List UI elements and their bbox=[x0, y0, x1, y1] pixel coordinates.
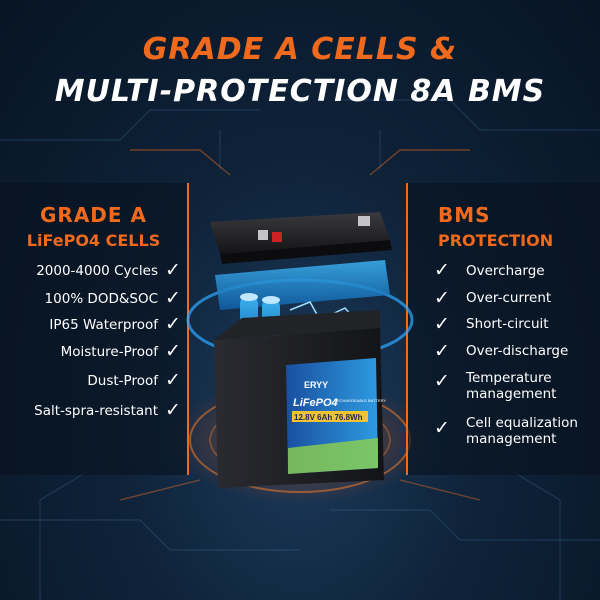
cells-feature-panel: GRADE A LiFePO4 CELLS 2000-4000 Cycles ✓… bbox=[0, 183, 189, 475]
check-icon: ✓ bbox=[165, 399, 181, 421]
protection-item: Temperature management bbox=[466, 370, 557, 402]
headline-line-2: MULTI-PROTECTION 8A BMS bbox=[54, 74, 546, 109]
terminal-negative bbox=[358, 216, 370, 226]
check-icon: ✓ bbox=[165, 313, 181, 335]
label-brand: ERYY bbox=[304, 380, 328, 390]
feature-item: 100% DOD&SOC bbox=[44, 291, 158, 307]
protection-item: Cell equalization management bbox=[466, 415, 578, 447]
label-spec: 12.8V 6Ah 76.8Wh bbox=[294, 413, 363, 422]
cells-subheading: LiFePO4 CELLS bbox=[26, 231, 161, 250]
battery-illustration: ERYY LiFePO4 RECHARGEABLE BATTERY 12.8V … bbox=[186, 212, 414, 488]
check-icon: ✓ bbox=[434, 370, 450, 392]
bms-feature-panel: BMS PROTECTION ✓ Overcharge ✓ Over-curre… bbox=[406, 183, 600, 475]
protection-item: Short-circuit bbox=[466, 316, 549, 332]
bms-heading: BMS bbox=[438, 203, 491, 227]
headline-line-1: GRADE A CELLS & bbox=[142, 32, 458, 67]
check-icon: ✓ bbox=[434, 287, 450, 309]
check-icon: ✓ bbox=[434, 417, 450, 439]
label-sub: RECHARGEABLE BATTERY bbox=[334, 398, 386, 403]
battery-lid bbox=[210, 212, 390, 254]
check-icon: ✓ bbox=[434, 313, 450, 335]
feature-item: Salt-spra-resistant bbox=[34, 403, 158, 419]
feature-item: Dust-Proof bbox=[87, 373, 158, 389]
protection-item: Over-current bbox=[466, 290, 552, 306]
check-icon: ✓ bbox=[165, 287, 181, 309]
cells-heading: GRADE A bbox=[40, 203, 147, 227]
check-icon: ✓ bbox=[165, 369, 181, 391]
bms-subheading: PROTECTION bbox=[438, 231, 554, 250]
check-icon: ✓ bbox=[165, 259, 181, 281]
check-icon: ✓ bbox=[434, 259, 450, 281]
feature-item: 2000-4000 Cycles bbox=[36, 263, 158, 279]
check-icon: ✓ bbox=[165, 340, 181, 362]
protection-item: Overcharge bbox=[466, 263, 545, 279]
check-icon: ✓ bbox=[434, 340, 450, 362]
cell-sheet bbox=[215, 260, 390, 310]
feature-item: IP65 Waterproof bbox=[49, 317, 158, 333]
protection-item: Over-discharge bbox=[466, 343, 569, 359]
feature-item: Moisture-Proof bbox=[60, 344, 158, 360]
terminal-positive bbox=[258, 230, 268, 240]
label-chemistry: LiFePO4 bbox=[293, 397, 338, 409]
